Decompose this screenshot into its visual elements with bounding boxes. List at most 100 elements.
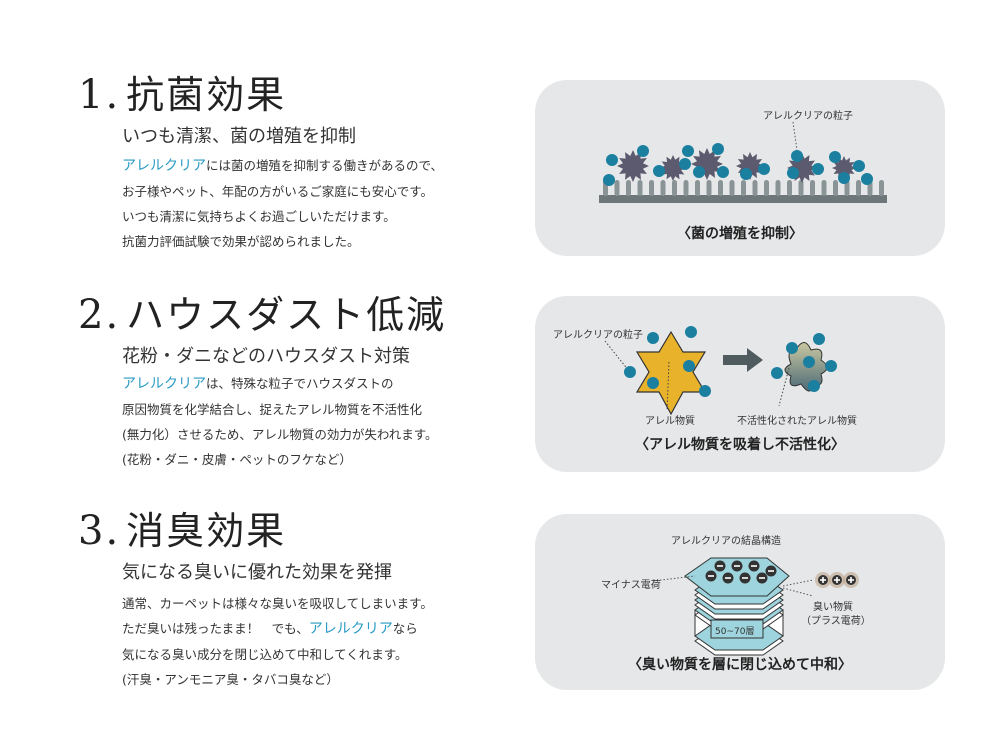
particle-dot (606, 154, 618, 166)
carpet-fiber (660, 180, 666, 196)
carpet-fiber (718, 180, 723, 196)
particle-dot (683, 360, 695, 372)
plus-charge-label: （プラス電荷） (801, 616, 871, 627)
particle-dot (786, 342, 798, 354)
particle-dot (829, 151, 841, 163)
carpet-fiber (626, 180, 631, 196)
odor-label: 臭い物質 (813, 602, 853, 613)
crystal-structure-illustration (652, 557, 859, 656)
heading-title: 抗菌効果 (126, 73, 287, 117)
body-line: (無力化）させるため、アレル物質の効力が失われます。 (122, 427, 438, 442)
carpet-fiber (833, 180, 838, 196)
particle-dot (712, 143, 724, 155)
particle-dot (838, 172, 850, 184)
section-2-subtitle: 花粉・ダニなどのハウスダスト対策 (122, 346, 410, 367)
layer-count-label: 50~70層 (715, 627, 755, 637)
body-line: アレルクリアは、特殊な粒子でハウスダストの (122, 371, 438, 397)
body-line: (花粉・ダニ・皮膚・ペットのフケなど） (122, 452, 352, 467)
antibacterial-figure: アレルクリアの粒子 〈菌の増殖を抑制〉 (535, 80, 945, 256)
body-line: アレルクリアには菌の増殖を抑制する働きがあるので、 (122, 153, 443, 179)
body-line: お子様やペット、年配の方がいるご家庭にも安心です。 (122, 184, 434, 199)
section-3-subtitle: 気になる臭いに優れた効果を発揮 (122, 562, 392, 583)
heading-title: 消臭効果 (126, 509, 287, 553)
particle-label: アレルクリアの粒子 (553, 330, 643, 341)
carpet-fiber (787, 180, 792, 196)
carpet-fiber (637, 180, 643, 196)
particle-dot (682, 145, 694, 157)
allergen-label: アレル物質 (645, 416, 695, 427)
particle-dot (740, 168, 752, 180)
section-3-body: 通常、カーペットは様々な臭いを吸収してしまいます。 ただ臭いは残ったまま！ でも… (122, 591, 433, 692)
body-line: 抗菌力評価試験で効果が認められました。 (122, 234, 360, 249)
bacteria-illustration (599, 121, 887, 203)
minus-charge-label: マイナス電荷 (601, 580, 661, 591)
germ-icon (691, 148, 723, 180)
particle-dot (693, 166, 705, 178)
carpet-fiber (741, 180, 746, 196)
carpet-fiber (856, 180, 861, 196)
particle-dot (861, 173, 873, 185)
germ-icon (832, 156, 856, 180)
particle-dot (812, 163, 824, 175)
allergen-figure: アレルクリアの粒子 アレル物質 不活性化されたアレル物質 〈アレル物質を吸着し不… (535, 296, 945, 472)
particle-dot (717, 166, 729, 178)
heading-number: 3. (78, 508, 121, 554)
figure-caption: 〈臭い物質を層に閉じ込めて中和〉 (628, 657, 852, 673)
heading-number: 1. (78, 72, 121, 118)
particle-dot (787, 167, 799, 179)
particle-dot (791, 150, 803, 162)
carpet-fiber (649, 180, 654, 196)
arrow-right-icon (723, 348, 763, 372)
particle-dot (647, 377, 659, 389)
body-line: ただ臭いは残ったまま！ でも、アレルクリアなら (122, 616, 433, 642)
carpet-fiber (775, 180, 781, 196)
brand-highlight: アレルクリア (308, 621, 393, 637)
allergen-illustration (604, 326, 837, 416)
carpet-fiber (764, 180, 769, 196)
particle-dot (825, 360, 837, 372)
carpet-fiber (810, 180, 815, 196)
carpet-fiber (706, 180, 712, 196)
section-3-heading: 3.消臭効果 (78, 500, 286, 555)
carpet-fiber (695, 180, 700, 196)
heading-number: 2. (78, 292, 121, 338)
brand-highlight: アレルクリア (122, 376, 206, 392)
germ-icon (660, 155, 686, 181)
particle-dot (813, 333, 825, 345)
particle-dot (637, 145, 649, 157)
body-line: 原因物質を化学結合し、捉えたアレル物質を不活性化 (122, 402, 423, 417)
particle-dot (603, 174, 615, 186)
section-2-heading: 2.ハウスダスト低減 (78, 284, 446, 339)
section-1-body: アレルクリアには菌の増殖を抑制する働きがあるので、 お子様やペット、年配の方がい… (122, 153, 443, 254)
line-text: には菌の増殖を抑制する働きがあるので、 (206, 158, 444, 173)
body-line: 通常、カーペットは様々な臭いを吸収してしまいます。 (122, 596, 433, 611)
crystal-top-layer (684, 557, 790, 597)
particle-dot (771, 367, 783, 379)
particle-dot (647, 332, 659, 344)
line-text: なら (392, 621, 418, 636)
particle-dot (803, 356, 815, 368)
brand-highlight: アレルクリア (122, 158, 206, 174)
particle-dot (758, 163, 770, 175)
particle-dot (699, 385, 711, 397)
allergen-star-icon (635, 330, 707, 416)
particle-label: アレルクリアの粒子 (763, 111, 853, 122)
body-line: 気になる臭い成分を閉じ込めて中和してくれます。 (122, 647, 408, 662)
germ-icon (787, 153, 817, 183)
carpet-fiber (729, 180, 735, 196)
figure-caption: 〈アレル物質を吸着し不活性化〉 (635, 437, 845, 453)
section-1-heading: 1.抗菌効果 (78, 64, 286, 119)
particle-dot (685, 326, 697, 338)
inactive-allergen-label: 不活性化されたアレル物質 (737, 416, 857, 427)
particle-dot (853, 160, 865, 172)
body-line: いつも清潔に気持ちよくお過ごしいただけます。 (122, 209, 396, 224)
carpet-fiber (672, 180, 677, 196)
line-text: は、特殊な粒子でハウスダストの (206, 376, 394, 391)
carpet-fiber (844, 180, 850, 196)
carpet-fiber (821, 180, 827, 196)
crystal-title: アレルクリアの結晶構造 (671, 536, 781, 547)
heading-title: ハウスダスト低減 (126, 293, 447, 337)
deodorize-figure: アレルクリアの結晶構造 マイナス電荷 臭い物質 （プラス電荷） 50~70層 〈… (535, 514, 945, 690)
particle-dot (679, 158, 691, 170)
figure-caption: 〈菌の増殖を抑制〉 (677, 226, 803, 242)
